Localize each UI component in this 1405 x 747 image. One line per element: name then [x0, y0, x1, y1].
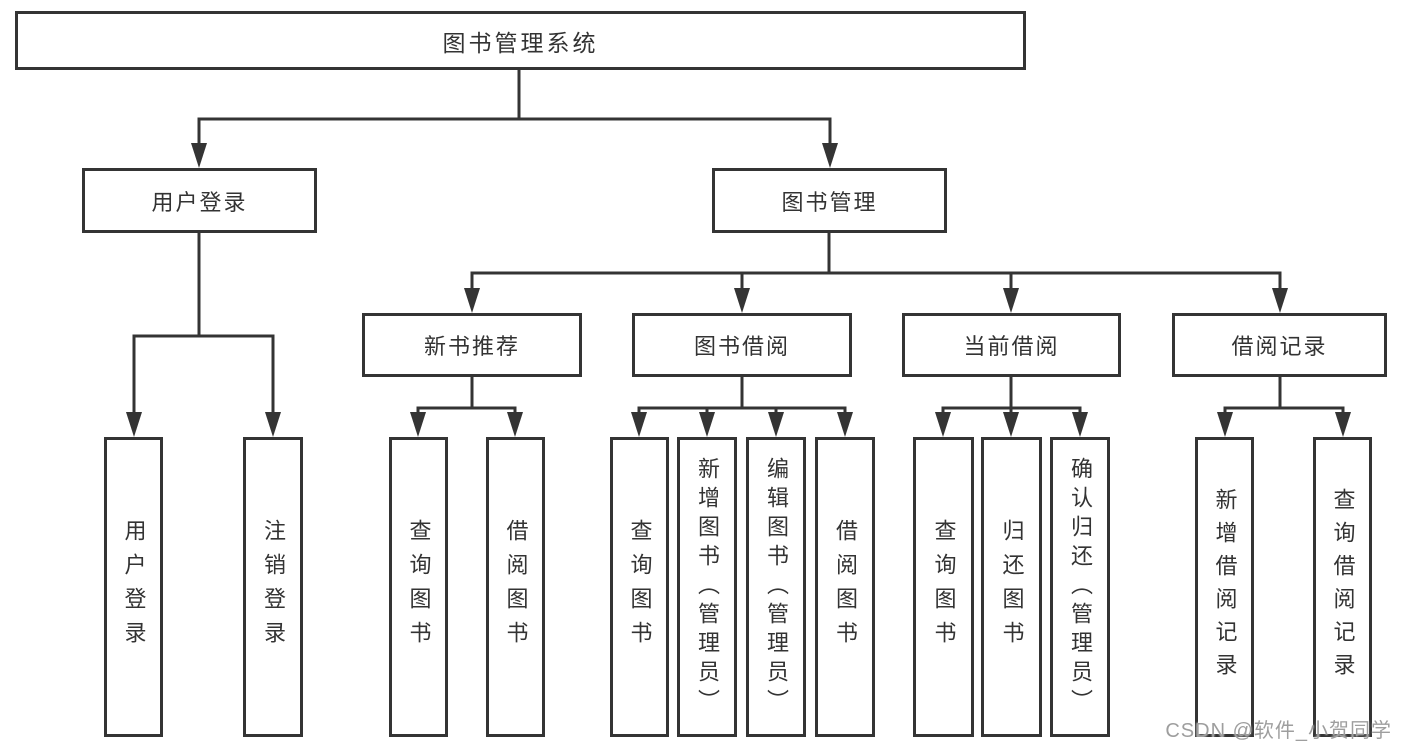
node-label: 用户登录: [151, 189, 248, 215]
leaf-label: 新增借阅记录: [1212, 488, 1238, 686]
node-book-management: 图书管理: [712, 168, 947, 233]
csdn-watermark: CSDN @软件_小贺同学: [1165, 720, 1392, 742]
leaf-add-book-admin: 新增图书（管理员）: [677, 437, 737, 737]
leaf-borrow-books-recommend: 借阅图书: [486, 437, 545, 737]
leaf-label: 查询图书: [627, 519, 653, 655]
leaf-label: 查询图书: [406, 519, 432, 655]
node-label: 当前借阅: [963, 334, 1060, 359]
leaf-logout: 注销登录: [243, 437, 303, 737]
leaf-query-borrow-record: 查询借阅记录: [1313, 437, 1372, 737]
leaf-label: 借阅图书: [503, 519, 529, 655]
leaf-label: 查询借阅记录: [1330, 488, 1356, 686]
node-book-borrowing: 图书借阅: [632, 313, 852, 377]
node-label: 新书推荐: [423, 334, 520, 359]
node-label: 图书管理: [781, 189, 878, 215]
leaf-return-book: 归还图书: [981, 437, 1042, 737]
leaf-borrow-books: 借阅图书: [815, 437, 875, 737]
leaf-label: 注销登录: [261, 519, 286, 655]
node-library-management-system: 图书管理系统: [15, 11, 1026, 70]
leaf-user-login: 用户登录: [104, 437, 163, 737]
leaf-label: 归还图书: [999, 519, 1025, 655]
leaf-query-books-current: 查询图书: [913, 437, 974, 737]
node-new-book-recommend: 新书推荐: [362, 313, 582, 377]
leaf-label: 新增图书（管理员）: [695, 456, 720, 718]
leaf-label: 借阅图书: [833, 519, 858, 655]
root-label: 图书管理系统: [442, 29, 599, 56]
leaf-label: 用户登录: [121, 519, 147, 655]
node-label: 借阅记录: [1231, 334, 1328, 359]
node-borrowing-records: 借阅记录: [1172, 313, 1387, 377]
node-current-borrowing: 当前借阅: [902, 313, 1121, 377]
arrowheads: [126, 143, 1351, 437]
leaf-edit-book-admin: 编辑图书（管理员）: [746, 437, 806, 737]
node-label: 图书借阅: [693, 334, 790, 359]
leaf-query-books-recommend: 查询图书: [389, 437, 448, 737]
leaf-add-borrow-record: 新增借阅记录: [1195, 437, 1254, 737]
leaf-query-books-borrow: 查询图书: [610, 437, 669, 737]
leaf-label: 确认归还（管理员）: [1068, 456, 1093, 718]
leaf-label: 编辑图书（管理员）: [764, 456, 789, 718]
node-user-login: 用户登录: [82, 168, 317, 233]
leaf-confirm-return-admin: 确认归还（管理员）: [1050, 437, 1110, 737]
leaf-label: 查询图书: [931, 519, 957, 655]
